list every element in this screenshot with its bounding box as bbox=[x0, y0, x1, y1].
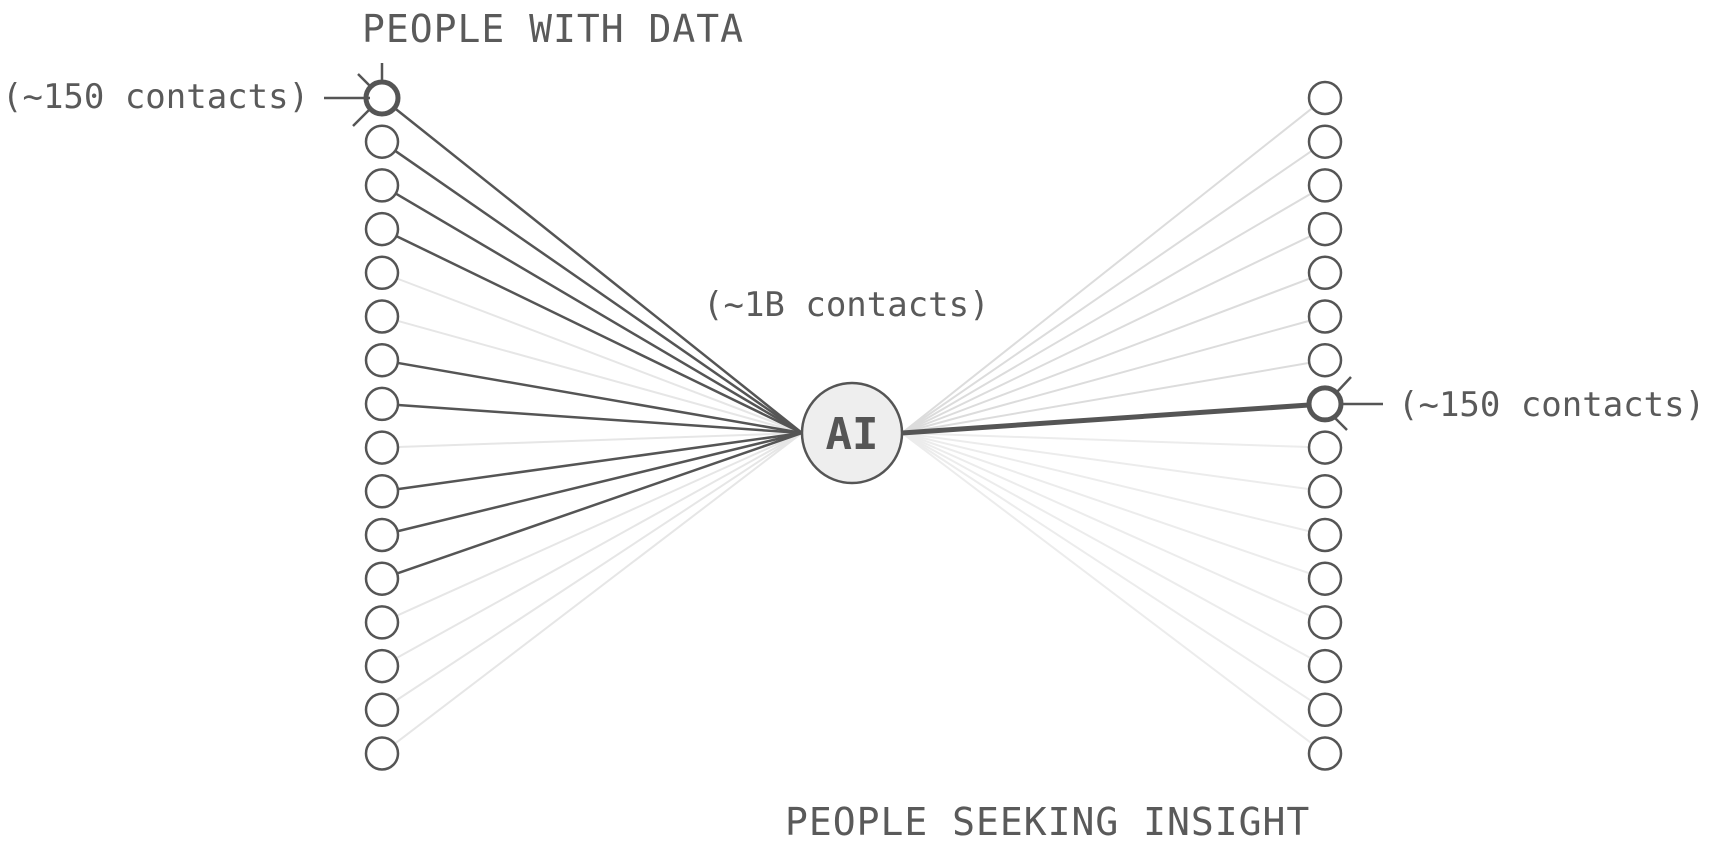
left-person-node bbox=[364, 255, 400, 291]
right-nodes-group bbox=[1306, 80, 1344, 771]
left-edge-inactive bbox=[396, 432, 803, 617]
left-person-node bbox=[364, 168, 400, 203]
left-edge-active bbox=[397, 403, 803, 435]
right-person-node bbox=[1307, 168, 1343, 203]
right-person-node bbox=[1307, 430, 1343, 465]
right-edge-faint bbox=[901, 361, 1310, 434]
left-edge-active bbox=[395, 192, 803, 435]
left-edge-inactive bbox=[394, 432, 803, 702]
left-edge-inactive bbox=[395, 432, 803, 660]
left-person-node bbox=[364, 474, 400, 509]
right-edge-faint bbox=[901, 432, 1311, 617]
left-person-node bbox=[364, 124, 400, 159]
left-person-node bbox=[364, 342, 400, 378]
people-seeking-insight-title: PEOPLE SEEKING INSIGHT bbox=[785, 800, 1310, 844]
left-person-node bbox=[364, 605, 400, 640]
right-person-node bbox=[1307, 561, 1343, 596]
left-edge-active bbox=[393, 106, 803, 434]
right-edge-faint bbox=[901, 107, 1314, 434]
right-person-node bbox=[1307, 474, 1343, 509]
left-edge-inactive bbox=[397, 319, 803, 434]
left-person-node bbox=[363, 79, 401, 117]
left-contacts-label: (~150 contacts) bbox=[2, 77, 309, 117]
left-person-node bbox=[364, 517, 400, 553]
hub-contacts-label: (~1B contacts) bbox=[703, 285, 990, 325]
left-edges-group bbox=[393, 106, 803, 745]
right-edge-faint bbox=[901, 192, 1312, 434]
right-edge-faint bbox=[901, 432, 1313, 745]
left-edge-active bbox=[397, 431, 803, 491]
right-edge-faint bbox=[901, 432, 1313, 702]
right-person-node bbox=[1307, 80, 1343, 116]
right-contacts-label: (~150 contacts) bbox=[1398, 385, 1705, 425]
left-person-node bbox=[364, 561, 400, 596]
right-edge-focus bbox=[901, 402, 1310, 436]
people-with-data-title: PEOPLE WITH DATA bbox=[362, 7, 744, 51]
right-person-node bbox=[1307, 648, 1343, 684]
left-edge-active bbox=[395, 234, 803, 435]
left-callout-marker bbox=[324, 63, 384, 127]
left-nodes-group bbox=[363, 79, 401, 771]
left-edge-active bbox=[397, 431, 803, 533]
right-edge-faint bbox=[901, 235, 1312, 434]
right-edge-faint bbox=[901, 432, 1312, 660]
right-edge-faint bbox=[901, 432, 1310, 449]
right-person-node bbox=[1307, 124, 1343, 159]
right-person-node bbox=[1307, 255, 1343, 291]
left-edge-active bbox=[394, 149, 803, 435]
right-person-node bbox=[1307, 692, 1343, 728]
right-person-node bbox=[1307, 299, 1343, 334]
left-edge-inactive bbox=[397, 432, 803, 449]
right-person-node bbox=[1306, 385, 1344, 423]
left-person-node bbox=[364, 736, 400, 771]
left-edge-active bbox=[397, 361, 803, 435]
right-person-node bbox=[1307, 605, 1343, 640]
right-person-node bbox=[1307, 211, 1343, 247]
left-person-node bbox=[364, 430, 400, 465]
right-edge-faint bbox=[901, 149, 1313, 434]
left-edge-active bbox=[396, 431, 803, 575]
right-edges-group bbox=[901, 107, 1314, 745]
right-edge-faint bbox=[901, 319, 1310, 434]
right-person-node bbox=[1307, 342, 1343, 378]
right-edge-faint bbox=[901, 432, 1311, 575]
left-person-node bbox=[364, 692, 400, 728]
ai-hub: AI bbox=[800, 381, 904, 485]
left-edge-inactive bbox=[394, 432, 803, 745]
left-person-node bbox=[364, 211, 400, 247]
left-edge-inactive bbox=[396, 277, 803, 434]
left-person-node bbox=[364, 386, 400, 422]
right-person-node bbox=[1307, 736, 1343, 771]
right-callout-marker bbox=[1334, 376, 1383, 431]
left-person-node bbox=[364, 299, 400, 334]
right-edge-faint bbox=[901, 432, 1310, 533]
right-edge-faint bbox=[901, 432, 1310, 491]
right-edge-faint bbox=[901, 277, 1311, 434]
ai-hub-label: AI bbox=[826, 409, 879, 460]
ai-hub-circle bbox=[800, 381, 904, 485]
right-person-node bbox=[1307, 517, 1343, 553]
left-person-node bbox=[364, 648, 400, 684]
